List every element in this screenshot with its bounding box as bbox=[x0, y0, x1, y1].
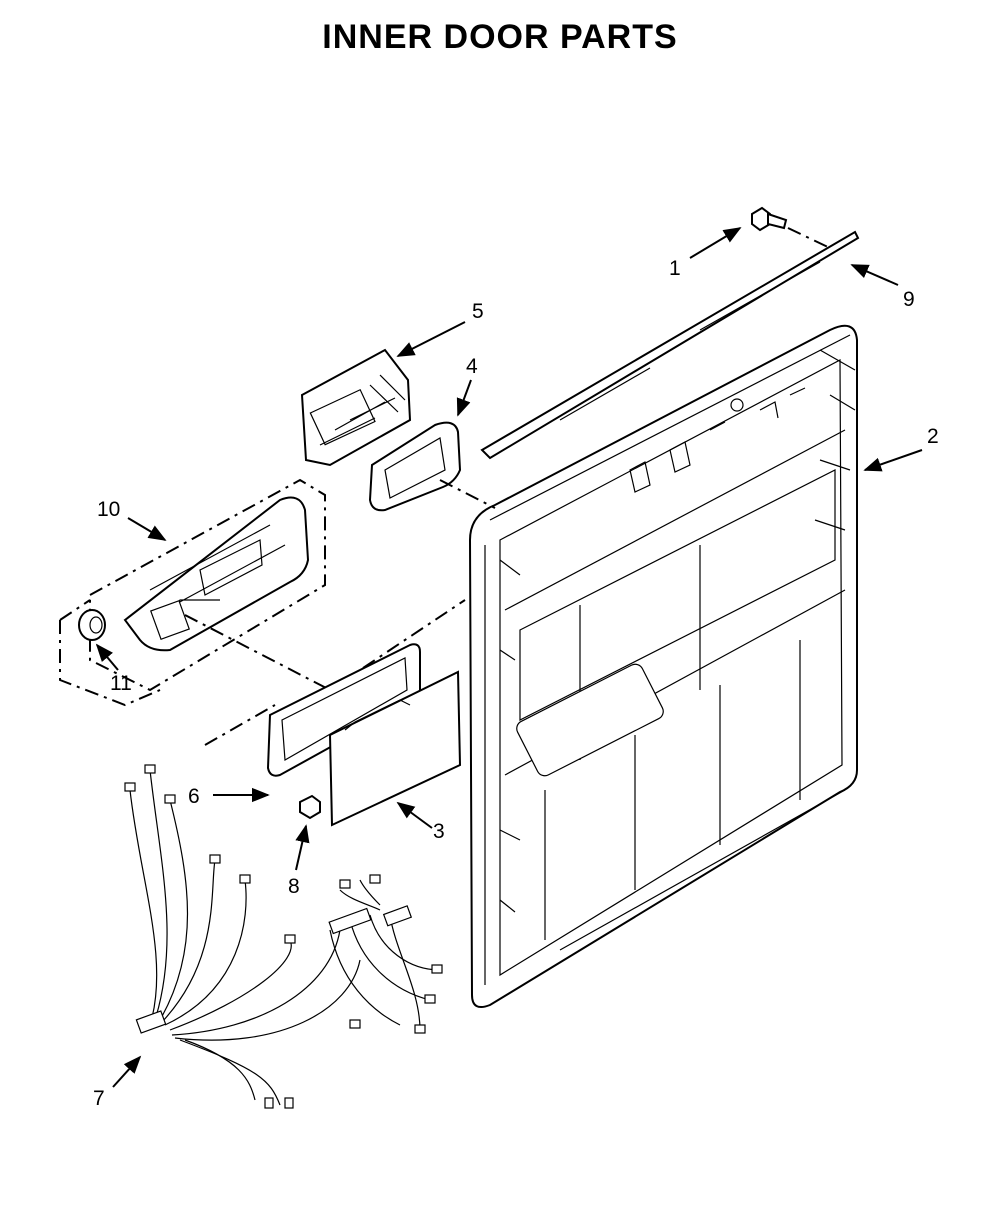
leader-5 bbox=[396, 321, 466, 357]
leader-3 bbox=[396, 801, 433, 829]
callout-11: 11 bbox=[110, 672, 132, 695]
callout-labels: 1 2 3 4 5 6 7 8 9 10 11 bbox=[93, 257, 939, 1110]
callout-4: 4 bbox=[466, 355, 478, 378]
screw-part-1 bbox=[751, 206, 831, 249]
callout-1: 1 bbox=[669, 257, 681, 280]
leader-8 bbox=[295, 824, 310, 871]
diagram-title: INNER DOOR PARTS bbox=[322, 18, 678, 56]
leader-9 bbox=[850, 264, 899, 286]
leader-2 bbox=[863, 449, 923, 472]
wire-harness-part-7 bbox=[124, 764, 443, 1109]
inner-door-panel bbox=[468, 324, 858, 1008]
leader-1 bbox=[689, 227, 742, 259]
leader-4 bbox=[456, 379, 472, 417]
gasket-part-4 bbox=[368, 421, 496, 512]
screw-part-8 bbox=[299, 794, 321, 820]
callout-5: 5 bbox=[472, 300, 484, 323]
callout-2: 2 bbox=[927, 425, 939, 448]
panel-part-3 bbox=[328, 670, 462, 827]
leader-7 bbox=[112, 1055, 142, 1088]
knob-part-11 bbox=[59, 599, 161, 707]
callout-8: 8 bbox=[288, 875, 300, 898]
panel-gasket-part-6 bbox=[204, 643, 421, 777]
callout-6: 6 bbox=[188, 785, 200, 808]
callout-leaders bbox=[95, 227, 923, 1088]
callout-7: 7 bbox=[93, 1087, 105, 1110]
leader-10 bbox=[127, 517, 167, 541]
callout-9: 9 bbox=[903, 288, 915, 311]
callout-10: 10 bbox=[97, 498, 120, 521]
leader-11 bbox=[95, 643, 119, 671]
control-module-part-10 bbox=[89, 478, 466, 692]
door-trim-strip bbox=[480, 230, 860, 460]
dispenser-part-5 bbox=[300, 348, 412, 467]
callout-3: 3 bbox=[433, 820, 445, 843]
